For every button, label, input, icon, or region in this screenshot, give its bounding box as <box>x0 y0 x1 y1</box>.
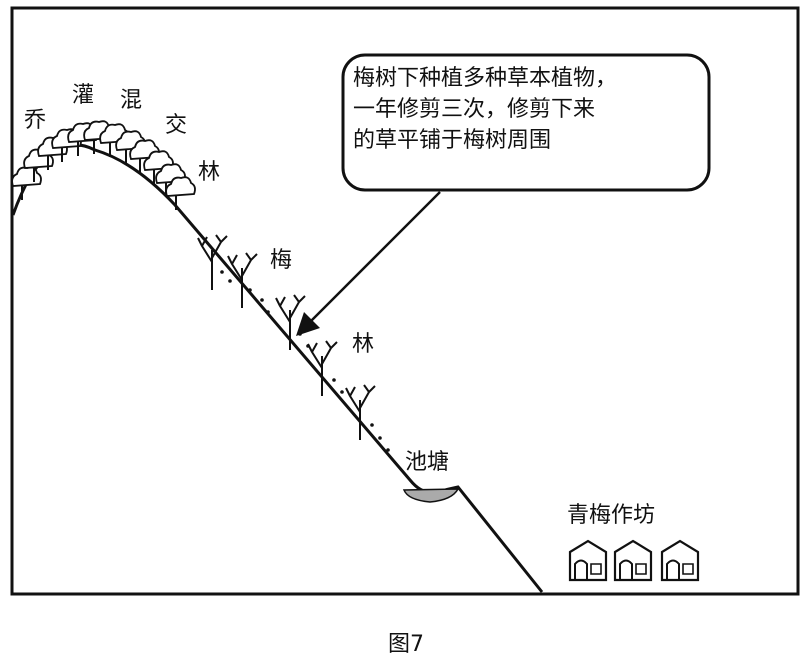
house-icon <box>660 539 700 582</box>
callout-arrowhead <box>296 312 320 336</box>
broadleaf-tree-icon <box>11 166 42 200</box>
label-hun: 混 <box>120 88 143 113</box>
callout-line-3: 的草平铺于梅树周围 <box>353 128 552 153</box>
label-mei: 梅 <box>270 248 293 273</box>
mixed-forest-trees <box>11 120 196 210</box>
label-qiao: 乔 <box>24 108 47 133</box>
callout-text: 梅树下种植多种草本植物， 一年修剪三次，修剪下来 的草平铺于梅树周围 <box>343 55 709 164</box>
grass-dot <box>378 436 382 440</box>
grass-dot <box>266 310 270 314</box>
bare-plum-tree-icon <box>275 294 306 350</box>
callout-line-1: 梅树下种植多种草本植物， <box>353 66 618 91</box>
grass-dot <box>248 288 252 292</box>
label-workshop: 青梅作坊 <box>567 503 656 528</box>
callout-box <box>341 53 711 192</box>
label-jiao: 交 <box>165 113 188 138</box>
label-lin-plum: 林 <box>352 332 375 357</box>
grass-dot <box>306 344 310 348</box>
label-guan: 灌 <box>72 83 95 108</box>
house-icon <box>568 539 608 582</box>
callout-line-2: 一年修剪三次，修剪下来 <box>353 97 596 122</box>
plum-trees <box>197 234 376 440</box>
grass-dot <box>386 448 390 452</box>
workshop-houses <box>568 539 700 582</box>
bare-plum-tree-icon <box>307 340 338 396</box>
grass-dot <box>228 279 232 283</box>
label-pond: 池塘 <box>405 450 450 475</box>
bare-plum-tree-icon <box>227 252 258 308</box>
grass-dot <box>332 378 336 382</box>
bare-plum-tree-icon <box>345 384 376 440</box>
bare-plum-tree-icon <box>197 234 228 290</box>
grass-dot <box>260 298 264 302</box>
grass-dot <box>340 390 344 394</box>
label-lin-forest: 林 <box>198 160 221 185</box>
hill-slope-line <box>11 143 544 593</box>
house-icon <box>613 539 653 582</box>
pond <box>402 488 460 503</box>
grass-dot <box>220 270 224 274</box>
broadleaf-tree-icon <box>165 176 196 210</box>
callout-arrow <box>309 191 441 323</box>
figure-caption: 图7 <box>388 632 424 657</box>
grass-dot <box>370 423 374 427</box>
figure-frame <box>10 6 800 596</box>
